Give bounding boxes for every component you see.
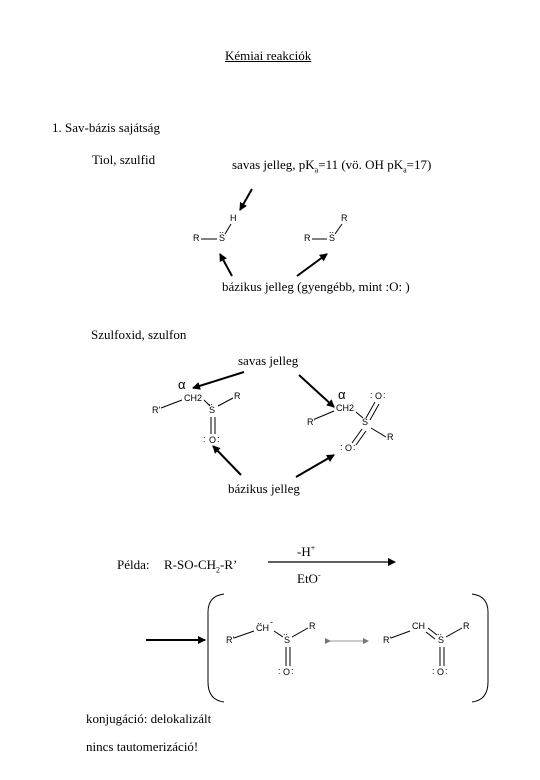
sulfoxide-O: O: [209, 435, 217, 445]
arrow-base-to-sulfone-O: [295, 454, 335, 478]
res1-O: O: [283, 667, 291, 677]
thiol-S: S: [219, 233, 226, 243]
sulfone-S-Otop-1: [365, 401, 376, 419]
sulfone-O-top: O: [375, 391, 383, 401]
res2-CH-S-1: [427, 627, 438, 636]
sulfoxide-alpha: α: [178, 377, 186, 392]
sulfide-S-dots: ..: [329, 225, 335, 235]
sulfoxide-Rp: R': [152, 405, 161, 415]
res2-CH-S-2: [425, 631, 436, 640]
sulfide-S-R-bond: [334, 223, 343, 235]
res1-C-dots: ..: [257, 616, 263, 626]
res2-CH: CH: [412, 621, 425, 631]
res2-Rp-CH: [390, 630, 411, 639]
section-heading-acid-base: 1. Sav-bázis sajátság: [52, 120, 160, 135]
reagent-ethoxide: EtO-: [297, 570, 321, 586]
thiol-S-dots: ..: [219, 225, 225, 235]
label-sulfoxide-sulfone: Szulfoxid, szulfon: [91, 327, 187, 342]
acidic-character-note: savas jelleg, pKa=11 (vö. OH pKa=17): [232, 157, 432, 175]
sulfoxide-S-R: [217, 397, 234, 407]
res1-S: S: [284, 635, 291, 645]
sulfoxide-CH2-S: [203, 399, 211, 407]
basic-character-label: bázikus jelleg: [228, 481, 300, 496]
res1-minus: -: [270, 617, 273, 627]
page-title: Kémiai reakciók: [225, 48, 312, 63]
sulfone-S-R: [370, 427, 387, 438]
arrow-acid-to-thiol-H: [239, 188, 253, 211]
bracket-right: [471, 593, 489, 703]
sulfone-R: R: [387, 432, 394, 442]
arrow-base-to-sulfoxide-O: [212, 445, 242, 476]
res2-S-dots: ..: [437, 627, 443, 637]
thiol-S-H-bond: [224, 223, 232, 235]
res2-S-R: [445, 627, 463, 638]
sulfoxide-R: R: [234, 391, 241, 401]
sulfone-CH2-S: [355, 411, 364, 419]
sulfone-O-top-colon2: :: [383, 390, 386, 400]
sulfone-Rp-CH2: [314, 410, 335, 420]
note-conjugation: konjugáció: delokalizált: [86, 711, 212, 726]
arrow-base-to-sulfide-S: [296, 253, 328, 277]
res1-R: R: [309, 621, 316, 631]
sulfone-Rp: R': [307, 417, 316, 427]
res2-Rp: R': [383, 635, 392, 645]
sulfone-S-Otop-2: [369, 403, 380, 421]
acidic-character-label: savas jelleg: [238, 353, 299, 368]
sulfone-O-bottom-colon2: :: [353, 442, 356, 452]
sulfoxide-O-left-colon: :: [203, 434, 206, 444]
bracket-left: [207, 593, 225, 703]
res2-O: O: [437, 667, 445, 677]
arrow-base-to-thiol-S: [219, 253, 233, 277]
res2-S: S: [438, 635, 445, 645]
arrow-acid-to-sulfoxide-alpha: [192, 371, 245, 390]
sulfoxide-CH2: CH2: [184, 393, 203, 403]
sulfoxide-O-right-colon: :: [217, 434, 220, 444]
sulfide-R: R: [304, 233, 311, 243]
res1-Rp-CH: [233, 630, 255, 639]
res2-O-colon-right: :: [445, 666, 448, 676]
note-no-tautomerization: nincs tautomerizáció!: [86, 739, 199, 754]
res2-O-colon-left: :: [432, 666, 435, 676]
sulfone-S: S: [362, 417, 369, 427]
res1-O-colon-left: :: [278, 666, 281, 676]
label-thiol-sulfide: Tiol, szulfid: [92, 152, 156, 167]
sulfone-O-bottom-colon: :: [340, 442, 343, 452]
sulfone-CH2: CH2: [336, 403, 355, 413]
sulfone-S-Obot-2: [355, 430, 367, 446]
thiol-H: H: [230, 213, 237, 223]
arrow-acid-to-sulfone-alpha: [298, 374, 335, 408]
example-formula: R-SO-CH2-R’: [164, 557, 238, 575]
sulfone-alpha: α: [338, 387, 346, 402]
res1-S-R: [291, 627, 309, 638]
sulfoxide-S-dots: ..: [208, 397, 214, 407]
res1-O-colon-right: :: [291, 666, 294, 676]
sulfoxide-S: S: [209, 405, 216, 415]
sulfide-S: S: [329, 233, 336, 243]
reagent-minus-H-plus: -H+: [297, 543, 316, 559]
sulfone-O-bottom: O: [345, 443, 353, 453]
sulfone-O-top-colon: :: [370, 390, 373, 400]
example-label: Példa:: [117, 557, 150, 572]
res1-Rp: R': [226, 635, 235, 645]
res1-CH: CH: [256, 623, 269, 633]
sulfide-R2: R: [341, 213, 348, 223]
res1-CH-S: [273, 630, 284, 638]
sulfone-S-Obot-1: [351, 428, 363, 444]
thiol-R: R: [193, 233, 200, 243]
res2-R: R: [463, 621, 470, 631]
res1-S-dots: ..: [283, 627, 289, 637]
basic-character-note: bázikus jelleg (gyengébb, mint :O: ): [222, 279, 410, 294]
sulfoxide-Rp-CH2: [160, 399, 183, 409]
